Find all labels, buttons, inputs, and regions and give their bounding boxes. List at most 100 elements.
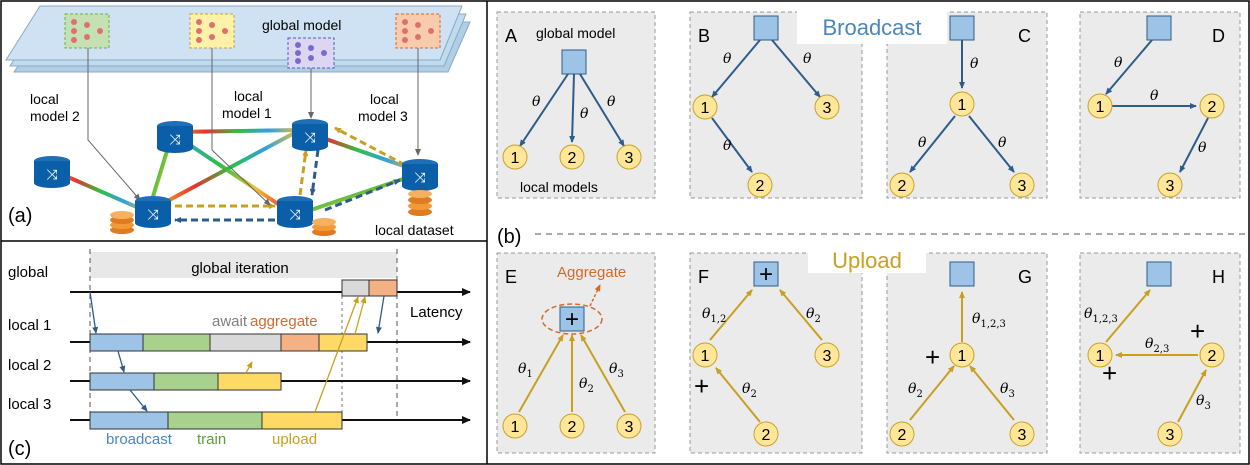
local-2-broadcast-bar [89,372,155,391]
local-model-3-label-line2: model 3 [358,108,408,124]
local-model-3-icon [395,13,441,49]
svg-text:2: 2 [762,427,771,444]
local-2-train-bar [153,372,219,391]
local-model-2-icon [64,13,110,49]
theta-label: θ [723,138,732,154]
panel-a-label: (a) [8,205,32,227]
upload-title: Upload [832,248,902,273]
node-3: 3 [814,94,840,120]
subpanel-A: A global model θ θ θ 1 2 3 local models [502,25,642,195]
local-model-1-label-line1: local [234,88,263,104]
theta-label: θ [970,56,979,72]
local-model-2-label-line1: local [30,91,59,107]
local-1-row-label: local 1 [8,317,51,334]
svg-text:3: 3 [1166,178,1175,195]
node-2: 2 [889,172,915,198]
theta-123-label: θ1,2,3 [972,311,1006,330]
local-1-await-bar [209,333,282,352]
local-model-2-label-line2: model 2 [30,108,80,124]
panel-b-label: (b) [497,226,521,248]
theta-label: θ [1198,140,1207,156]
local-3-train-bar [167,411,263,430]
svg-text:1: 1 [958,348,967,365]
svg-text:3: 3 [823,100,832,117]
subpanel-A-global-model-label: global model [536,25,615,41]
node-2: 2 [559,144,585,170]
local-1-upload-bar [318,333,368,352]
subpanel-D-letter: D [1212,26,1225,46]
broadcast-legend-label: broadcast [106,431,173,448]
local-model-1-icon [189,13,235,49]
node-2: 2 [1199,93,1225,119]
theta-label: θ [1114,55,1123,71]
global-model-icon [287,37,335,69]
router-5-icon: ⤨ [277,196,313,228]
server-icon [949,261,975,287]
upload-legend-label: upload [272,431,317,448]
node-2: 2 [1199,342,1225,368]
svg-text:3: 3 [823,348,832,365]
train-legend-label: train [197,431,226,448]
theta-2-label: θ2 [742,381,757,400]
subpanel-E-letter: E [505,267,517,287]
theta-2-label: θ2 [908,381,923,400]
local-3-broadcast-bar [89,411,169,430]
local-model-3-label-line1: local [370,91,399,107]
svg-text:3: 3 [625,419,634,436]
node-2: 2 [889,421,915,447]
subpanel-B-letter: B [698,26,710,46]
subpanel-backgrounds [496,11,1241,454]
subpanel-B: B θ θ θ 1 3 2 [692,15,840,198]
subpanel-H: H θ1,2,3 θ2,3 θ3 + + 1 2 3 [1084,261,1225,447]
await-label: await [212,313,248,330]
panel-c: global iteration global local 1 local 2 … [8,249,471,460]
node-1: 1 [502,413,528,439]
node-3: 3 [616,144,642,170]
plus-icon: + [1190,316,1205,346]
global-model-label: global model [262,17,341,33]
global-aggregate-bar [368,279,398,297]
theta-label: θ [532,94,541,110]
svg-text:1: 1 [958,97,967,114]
theta-3-label: θ3 [1196,393,1211,412]
local-3-row-label: local 3 [8,396,51,413]
svg-text:1: 1 [701,348,710,365]
local-model-1-label-line2: model 1 [222,105,272,121]
svg-text:3: 3 [1018,178,1027,195]
theta-label: θ [607,94,616,110]
router-2-icon: ⤨ [157,121,193,153]
server-icon [753,261,779,287]
global-iteration-band [90,252,397,278]
svg-text:2: 2 [1208,99,1217,116]
global-row-label: global [8,264,48,281]
global-await-bar [341,279,370,297]
node-1: 1 [949,91,975,117]
theta-3-label: θ3 [609,361,624,380]
svg-text:2: 2 [898,178,907,195]
server-icon [753,15,779,41]
router-4-icon: ⤨ [135,196,171,228]
subpanel-D: D θ θ θ 1 2 3 [1087,15,1225,198]
plus-icon: + [694,371,709,401]
node-2: 2 [747,172,773,198]
dataset-3-icon [408,190,432,216]
subpanel-C-letter: C [1018,26,1031,46]
theta-label: θ [998,135,1007,151]
svg-text:2: 2 [756,178,765,195]
theta-1-label: θ1 [518,361,533,380]
node-2: 2 [753,421,779,447]
node-3: 3 [1157,172,1183,198]
model-flows [174,126,406,223]
panel-c-label: (c) [8,438,31,460]
local-1-broadcast-bar [89,333,144,352]
server-icon [1146,15,1172,41]
server-icon [561,49,587,75]
svg-text:⤨: ⤨ [46,166,58,182]
svg-text:1: 1 [1096,99,1105,116]
theta-3-label: θ3 [1000,381,1015,400]
subpanel-A-letter: A [505,26,517,46]
network-links [51,128,416,214]
theta-label: θ [580,106,589,122]
node-2: 2 [559,413,585,439]
subpanel-F: F + θ1,2 θ2 θ2 + 1 3 2 [692,261,840,447]
